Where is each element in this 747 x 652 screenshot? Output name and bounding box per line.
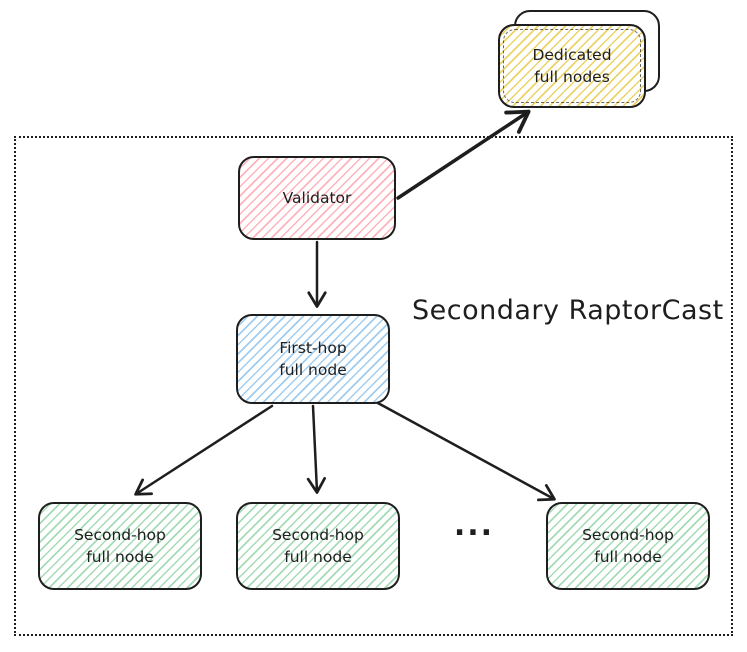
node-dedicated-full-nodes: Dedicated full nodes (498, 10, 662, 108)
node-label-second-hop-1: Second-hop full node (74, 525, 166, 566)
node-label-first-hop: First-hop full node (279, 338, 347, 379)
node-label-dedicated: Dedicated full nodes (532, 45, 612, 86)
ellipsis-more-nodes: ... (453, 508, 495, 543)
node-second-hop-full-node-2: Second-hop full node (236, 502, 400, 590)
stacked-card-front: Dedicated full nodes (498, 24, 646, 108)
node-validator: Validator (238, 156, 396, 240)
node-second-hop-full-node-1: Second-hop full node (38, 502, 202, 590)
node-label-second-hop-2: Second-hop full node (272, 525, 364, 566)
region-label: Secondary RaptorCast (412, 295, 724, 326)
node-second-hop-full-node-3: Second-hop full node (546, 502, 710, 590)
node-first-hop-full-node: First-hop full node (236, 314, 390, 404)
secondary-raptorcast-boundary (14, 136, 733, 636)
node-label-second-hop-3: Second-hop full node (582, 525, 674, 566)
node-label-validator: Validator (282, 188, 352, 207)
